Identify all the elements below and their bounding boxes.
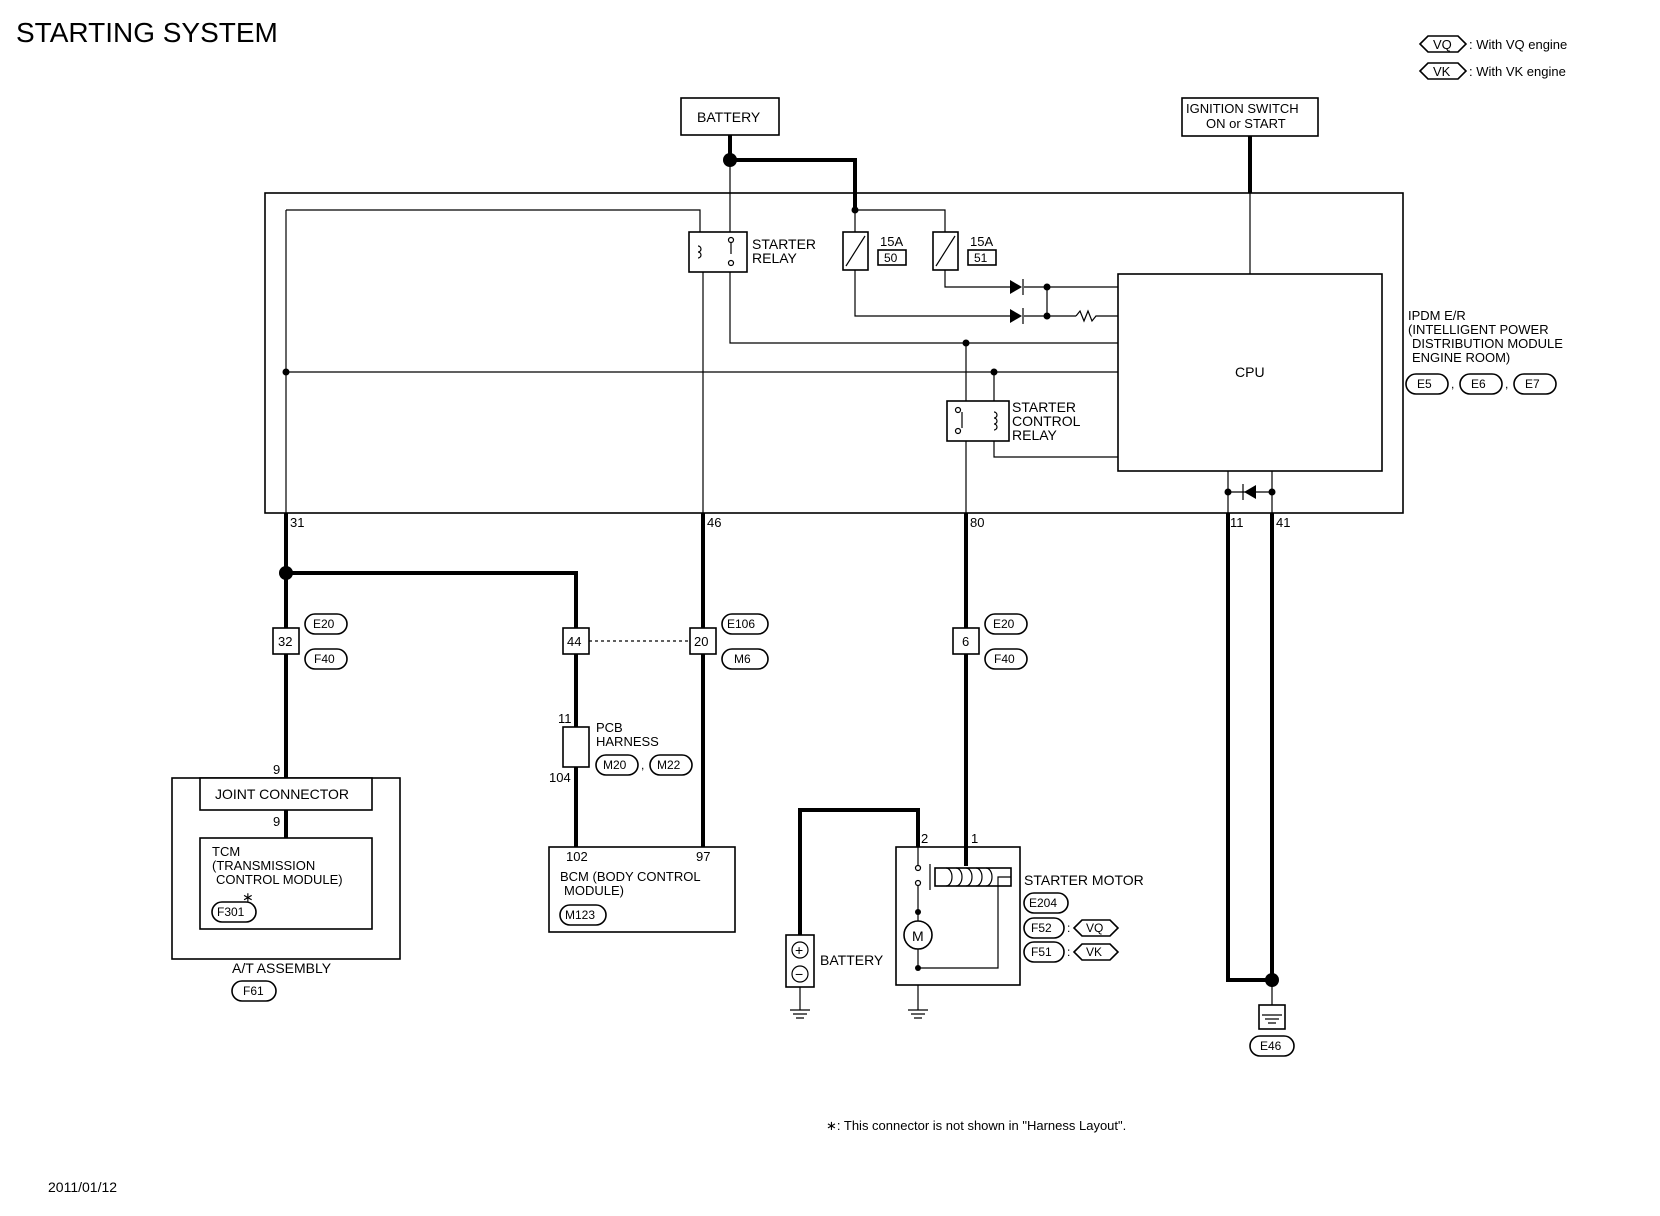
- ipdm-conn-e6: E6: [1471, 377, 1486, 391]
- legend-vq-tag: VQ: [1433, 37, 1452, 52]
- connector-44-pin: 44: [567, 634, 581, 649]
- fuse-51-rating: 15A: [970, 234, 993, 249]
- scr-line2: CONTROL: [1012, 413, 1081, 429]
- connector-20-pin: 20: [694, 634, 708, 649]
- pcb-connector-m22: M22: [657, 758, 681, 772]
- svg-text::: :: [1067, 921, 1070, 935]
- at-assembly-label: A/T ASSEMBLY: [232, 960, 332, 976]
- tcm-star: ∗: [242, 889, 254, 905]
- bcm-pin-102: 102: [566, 849, 588, 864]
- connector-m6: M6: [734, 652, 751, 666]
- battery-top-box: [680, 97, 780, 136]
- at-connector-f61: F61: [243, 984, 264, 998]
- ipdm-conn-e5: E5: [1417, 377, 1432, 391]
- ground-symbol: [1258, 1004, 1286, 1030]
- ipdm-conn-e7: E7: [1525, 377, 1540, 391]
- legend-vq-text: : With VQ engine: [1469, 37, 1567, 52]
- battery-bottom-box: [785, 934, 815, 988]
- starter-connector-e204: E204: [1029, 896, 1057, 910]
- motor-m: M: [912, 928, 924, 944]
- terminal-11: 11: [1230, 515, 1244, 530]
- starter-pin-1: 1: [971, 831, 978, 846]
- date-stamp: 2011/01/12: [48, 1179, 117, 1195]
- page-title: STARTING SYSTEM: [16, 17, 278, 48]
- starter-relay-line1: STARTER: [752, 236, 816, 252]
- bcm-connector-m123: M123: [565, 908, 595, 922]
- terminal-31: 31: [290, 515, 304, 530]
- fuse-50-num: 50: [884, 251, 898, 265]
- connector-e106: E106: [727, 617, 755, 631]
- starter-relay: [688, 231, 748, 273]
- cpu-box: [1117, 273, 1383, 472]
- bcm-line1: BCM (BODY CONTROL: [560, 869, 701, 884]
- svg-text::: :: [1067, 945, 1070, 959]
- tcm-line3: CONTROL MODULE): [216, 872, 343, 887]
- ipdm-line3: DISTRIBUTION MODULE: [1412, 336, 1563, 351]
- starter-vq-tag: VQ: [1086, 921, 1103, 935]
- starter-motor-label: STARTER MOTOR: [1024, 872, 1144, 888]
- tcm-line2: (TRANSMISSION: [212, 858, 315, 873]
- pcb-line2: HARNESS: [596, 734, 659, 749]
- ipdm-box: [264, 192, 1404, 514]
- starter-control-relay: [946, 400, 1010, 442]
- bcm-line2: MODULE): [564, 883, 624, 898]
- battery-top-label: BATTERY: [697, 109, 761, 125]
- connector-e20-b: E20: [993, 617, 1015, 631]
- ignition-line1: IGNITION SWITCH: [1186, 101, 1299, 116]
- starter-vk-tag: VK: [1086, 945, 1102, 959]
- battery-plus: +: [795, 942, 803, 958]
- starter-motor-box: [895, 846, 1021, 986]
- terminal-80: 80: [970, 515, 984, 530]
- svg-text:,: ,: [641, 758, 644, 772]
- legend-vk-text: : With VK engine: [1469, 64, 1566, 79]
- svg-text:,: ,: [1505, 377, 1508, 391]
- pcb-pin-top: 11: [558, 711, 572, 726]
- ipdm-line1: IPDM E/R: [1408, 308, 1466, 323]
- scr-line3: RELAY: [1012, 427, 1058, 443]
- battery-bottom-label: BATTERY: [820, 952, 884, 968]
- connector-20: [689, 627, 717, 655]
- pcb-pin-bottom: 104: [549, 770, 571, 785]
- scr-line1: STARTER: [1012, 399, 1076, 415]
- fuse-51-num: 51: [974, 251, 988, 265]
- battery-minus: −: [795, 966, 803, 982]
- ignition-line2: ON or START: [1206, 116, 1286, 131]
- tcm-connector-f301: F301: [217, 905, 245, 919]
- legend: VQ : With VQ engine VK : With VK engine: [1418, 35, 1567, 80]
- starter-connector-f51: F51: [1031, 945, 1052, 959]
- starter-pin-2: 2: [921, 831, 928, 846]
- ground-connector-e46: E46: [1260, 1039, 1282, 1053]
- connector-6-pin: 6: [962, 634, 969, 649]
- connector-e20-a: E20: [313, 617, 335, 631]
- legend-vk-tag: VK: [1433, 64, 1451, 79]
- cpu-label: CPU: [1235, 364, 1265, 380]
- connector-f40-b: F40: [994, 652, 1015, 666]
- joint-connector-label: JOINT CONNECTOR: [215, 786, 349, 802]
- connector-32-pin: 32: [278, 634, 292, 649]
- pcb-connector-m20: M20: [603, 758, 627, 772]
- at-pin-bottom: 9: [273, 814, 280, 829]
- terminal-41: 41: [1276, 515, 1290, 530]
- pcb-harness-box: [562, 726, 590, 768]
- ipdm-line2: (INTELLIGENT POWER: [1408, 322, 1549, 337]
- terminal-46: 46: [707, 515, 721, 530]
- starter-connector-f52: F52: [1031, 921, 1052, 935]
- at-pin-top: 9: [273, 762, 280, 777]
- connector-32: [272, 627, 300, 655]
- starter-relay-line2: RELAY: [752, 250, 798, 266]
- tcm-line1: TCM: [212, 844, 240, 859]
- fuse-50-rating: 15A: [880, 234, 903, 249]
- footnote: ∗: This connector is not shown in "Harne…: [826, 1118, 1126, 1133]
- svg-text:,: ,: [1451, 377, 1454, 391]
- connector-f40-a: F40: [314, 652, 335, 666]
- pcb-line1: PCB: [596, 720, 623, 735]
- ipdm-line4: ENGINE ROOM): [1412, 350, 1510, 365]
- bcm-pin-97: 97: [696, 849, 710, 864]
